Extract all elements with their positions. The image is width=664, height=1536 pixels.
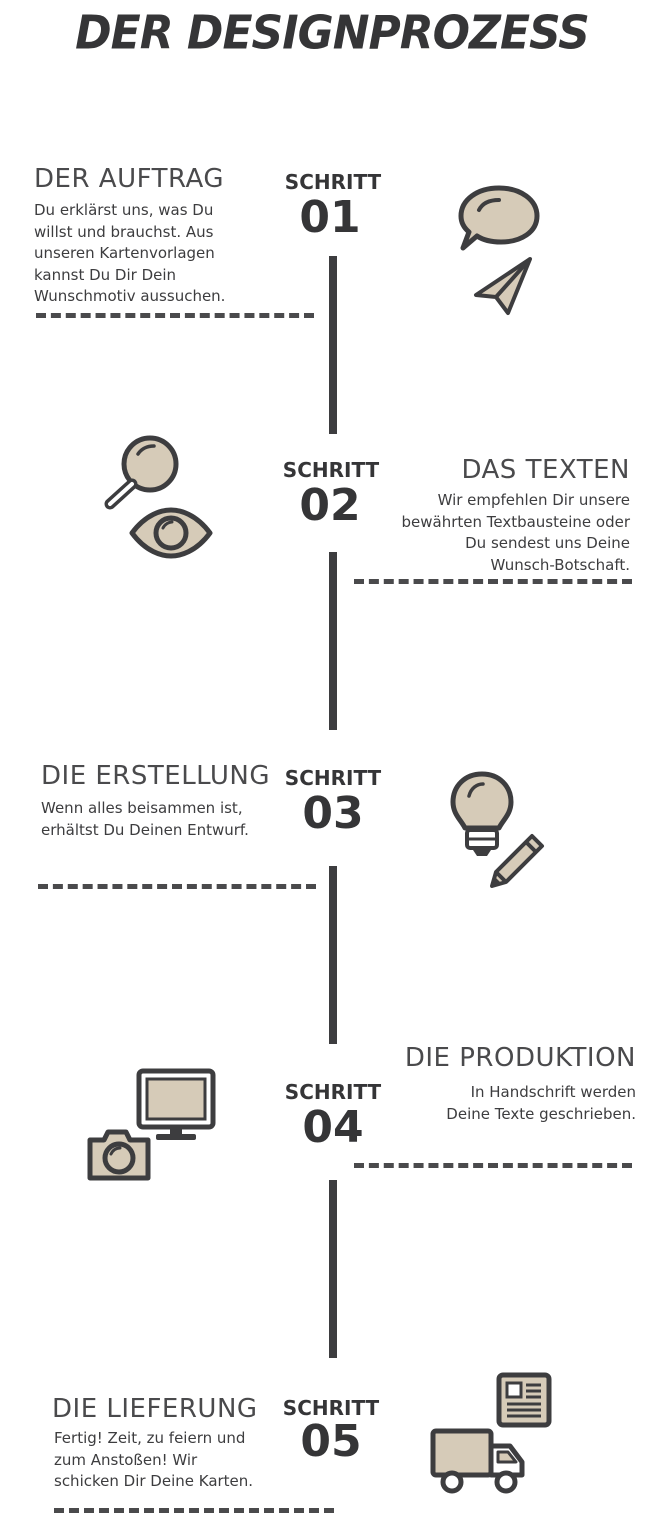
paper-plane-icon [474,257,532,315]
speech-bubble-icon [458,185,540,251]
dashed-divider [354,1163,632,1168]
timeline-segment [329,866,337,1044]
page-title: DER DESIGNPROZESS [75,6,590,61]
newspaper-icon [496,1372,552,1428]
dashed-divider [36,313,314,318]
step-label: SCHRITT [284,766,382,790]
dashed-divider [54,1508,334,1513]
lightbulb-icon [450,771,514,856]
step-number: 03 [302,788,364,839]
step-number: 05 [300,1416,362,1467]
step-number: 01 [299,192,361,243]
step-description: Du erklärst uns, was Du willst und brauc… [34,201,226,305]
pencil-icon [490,834,544,888]
timeline-segment [329,552,337,730]
camera-icon [87,1129,151,1181]
step-label: SCHRITT [282,1396,380,1420]
magnifier-icon [104,435,179,510]
step-description: In Handschrift werden Deine Texte geschr… [446,1083,636,1123]
step-heading: DIE LIEFERUNG [52,1394,258,1424]
dashed-divider [354,579,632,584]
step-number: 02 [299,480,361,531]
step-heading: DER AUFTRAG [34,164,224,194]
step-label: SCHRITT [284,1080,382,1104]
step-heading: DIE PRODUKTION [404,1043,636,1073]
step-description: Wenn alles beisammen ist, erhältst Du De… [41,799,249,839]
step-label: SCHRITT [284,170,382,194]
step-number: 04 [302,1102,364,1153]
step-description: Fertig! Zeit, zu feiern und zum Anstoßen… [54,1429,254,1490]
step-label: SCHRITT [282,458,380,482]
timeline-segment [329,1180,337,1358]
step-heading: DIE ERSTELLUNG [41,761,270,791]
timeline-segment [329,256,337,434]
truck-icon [430,1428,525,1494]
step-heading: DAS TEXTEN [461,455,630,485]
step-description: Wir empfehlen Dir unsere bewährten Textb… [401,491,630,574]
monitor-icon [136,1068,216,1140]
dashed-divider [38,884,316,889]
eye-icon [129,507,213,559]
